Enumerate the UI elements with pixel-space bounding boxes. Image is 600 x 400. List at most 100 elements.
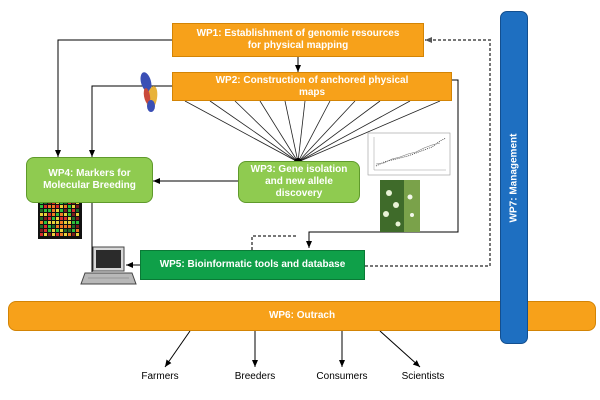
wp6-label: WP6: Outrach: [268, 310, 336, 321]
microarray-cell: [64, 225, 67, 228]
microarray-cell: [68, 233, 71, 236]
microarray-cell: [44, 213, 47, 216]
microarray-cell: [44, 229, 47, 232]
microarray-cell: [72, 225, 75, 228]
wp3-box: WP3: Gene isolation and new allele disco…: [238, 161, 360, 203]
microarray-cell: [64, 221, 67, 224]
microarray-cell: [48, 217, 51, 220]
microarray-cell: [52, 233, 55, 236]
wp6-bar: WP6: Outrach: [8, 301, 596, 331]
wp4-line1: WP4: Markers for: [48, 168, 131, 179]
laptop-icon: [80, 246, 137, 285]
microarray-cell: [76, 229, 79, 232]
microarray-cell: [68, 209, 71, 212]
microarray-cell: [48, 229, 51, 232]
microarray-cell: [56, 213, 59, 216]
microarray-cell: [44, 209, 47, 212]
microarray-cell: [76, 217, 79, 220]
wp5-label: WP5: Bioinformatic tools and database: [159, 259, 346, 270]
stakeholder-farmers: Farmers: [141, 371, 179, 382]
microarray-cell: [60, 225, 63, 228]
microarray-cell: [60, 213, 63, 216]
wp7-label: WP7: Management: [508, 133, 519, 222]
microarray-cell: [56, 217, 59, 220]
wp2-line1: WP2: Construction of anchored physical: [215, 74, 409, 86]
microarray-cell: [68, 213, 71, 216]
microarray-cell: [64, 209, 67, 212]
microarray-cell: [40, 233, 43, 236]
wp1-line2: for physical mapping: [247, 40, 349, 51]
microarray-cell: [60, 217, 63, 220]
microarray-cell: [40, 225, 43, 228]
microarray-cell: [56, 225, 59, 228]
stakeholder-breeders: Breeders: [234, 371, 276, 382]
plant-photo-thumbnail: [380, 180, 420, 232]
microarray-cell: [60, 221, 63, 224]
wp3-line1: WP3: Gene isolation: [250, 164, 348, 175]
microarray-cell: [76, 233, 79, 236]
microarray-cell: [48, 213, 51, 216]
microarray-cell: [40, 221, 43, 224]
microarray-cell: [44, 221, 47, 224]
dashed-wp5-wp3: [251, 235, 298, 250]
wp5-box: WP5: Bioinformatic tools and database: [140, 250, 365, 280]
wp2-line2: maps: [298, 86, 326, 98]
wp7-bar: WP7: Management: [500, 11, 528, 344]
stakeholder-scientists: Scientists: [401, 371, 445, 382]
microarray-cell: [52, 225, 55, 228]
microarray-cell: [56, 233, 59, 236]
wp3-line2: and new allele: [265, 176, 333, 187]
microarray-cell: [68, 225, 71, 228]
arrow-wp1-wp4: [55, 39, 172, 157]
arrow-wp6-scientists: [379, 330, 421, 368]
microarray-cell: [40, 217, 43, 220]
microarray-cell: [40, 209, 43, 212]
microarray-cell: [64, 217, 67, 220]
microarray-cell: [52, 221, 55, 224]
microarray-cell: [64, 229, 67, 232]
microarray-cell: [60, 209, 63, 212]
microarray-cell: [60, 229, 63, 232]
microarray-cell: [72, 205, 75, 208]
microarray-cell: [56, 221, 59, 224]
wp3-line3: discovery: [275, 188, 323, 199]
microarray-cell: [72, 213, 75, 216]
microarray-cell: [52, 209, 55, 212]
microarray-cell: [64, 213, 67, 216]
microarray-cell: [68, 217, 71, 220]
microarray-cell: [52, 213, 55, 216]
wp2-box: WP2: Construction of anchored physical m…: [172, 72, 452, 101]
microarray-cell: [40, 205, 43, 208]
microarray-cell: [68, 205, 71, 208]
microarray-cell: [76, 209, 79, 212]
microarray-cell: [48, 233, 51, 236]
wp1-line1: WP1: Establishment of genomic resources: [196, 28, 400, 39]
microarray-cell: [52, 217, 55, 220]
microarray-cell: [72, 233, 75, 236]
microarray-cell: [44, 233, 47, 236]
microarray-cell: [60, 205, 63, 208]
microarray-cell: [48, 205, 51, 208]
dashed-management-loop: [365, 37, 491, 267]
arrow-wp6-farmers: [164, 330, 191, 368]
microarray-cell: [76, 225, 79, 228]
microarray-cell: [76, 205, 79, 208]
wp1-box: WP1: Establishment of genomic resources …: [172, 23, 424, 57]
microarray-cell: [72, 217, 75, 220]
microarray-cell: [72, 229, 75, 232]
microarray-cell: [72, 221, 75, 224]
microarray-cell: [56, 209, 59, 212]
microarray-cell: [68, 229, 71, 232]
microarray-cell: [48, 225, 51, 228]
microarray-cell: [56, 205, 59, 208]
microarray-cell: [60, 233, 63, 236]
microarray-cell: [64, 233, 67, 236]
fan-wp2-wp3: [184, 100, 441, 163]
chromosome-illustration: [140, 72, 158, 112]
data-plot-thumbnail: [367, 132, 451, 176]
arrow-wp2-wp4: [89, 85, 172, 157]
wp4-box: WP4: Markers for Molecular Breeding: [26, 157, 153, 203]
microarray-cell: [56, 229, 59, 232]
microarray-cell: [68, 221, 71, 224]
